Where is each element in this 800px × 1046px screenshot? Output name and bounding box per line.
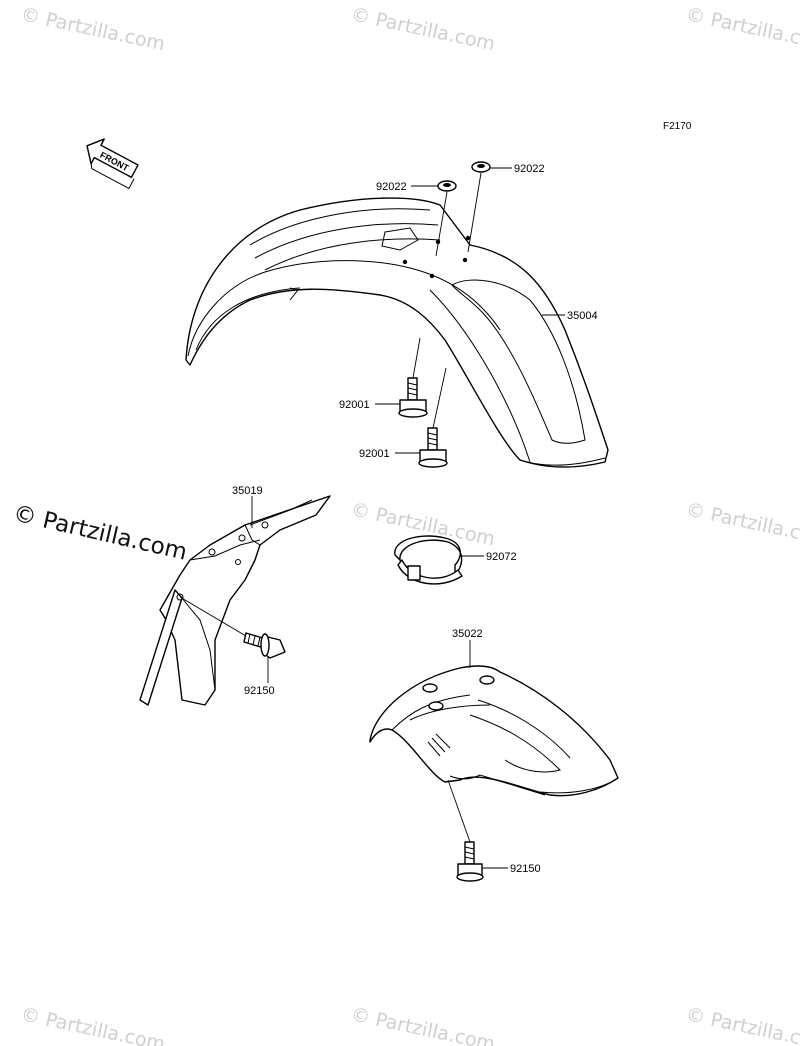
watermark: © Partzilla.com	[684, 1003, 800, 1046]
callout-35022: 35022	[452, 628, 483, 640]
watermark: © Partzilla.com	[349, 1003, 497, 1046]
watermark: © Partzilla.com	[349, 3, 497, 55]
leader-lines	[179, 167, 565, 869]
band-clamp	[394, 535, 463, 585]
callout-92001: 92001	[359, 448, 390, 460]
watermark: © Partzilla.com	[684, 3, 800, 55]
callout-35004: 35004	[567, 310, 598, 322]
callout-92001: 92001	[339, 399, 370, 411]
callout-92022: 92022	[514, 163, 545, 175]
watermark: © Partzilla.com	[684, 498, 800, 550]
watermark: © Partzilla.com	[19, 3, 167, 55]
callout-92022: 92022	[376, 181, 407, 193]
bolt-92001-b	[418, 427, 448, 468]
washer-92022-a	[437, 180, 457, 192]
bolt-92001-a	[398, 377, 428, 418]
fender-bracket	[139, 495, 331, 706]
bolt-92150-a	[243, 632, 286, 659]
watermark: © Partzilla.com	[19, 1003, 167, 1046]
washer-92022-b	[471, 161, 491, 173]
bolt-92150-b	[456, 841, 484, 882]
figure-code: F2170	[663, 121, 692, 132]
rear-fender-piece	[369, 665, 619, 797]
callout-92150: 92150	[244, 685, 275, 697]
watermark: © Partzilla.com	[349, 498, 497, 550]
watermark-main: © Partzilla.com	[11, 501, 190, 566]
front-fender	[185, 197, 609, 468]
callout-92072: 92072	[486, 551, 517, 563]
callout-labels: 92022 92022 35004 92001 92001 35019 9207…	[232, 163, 598, 875]
callout-35019: 35019	[232, 485, 263, 497]
front-arrow-icon: FRONT	[86, 138, 139, 190]
callout-92150: 92150	[510, 863, 541, 875]
